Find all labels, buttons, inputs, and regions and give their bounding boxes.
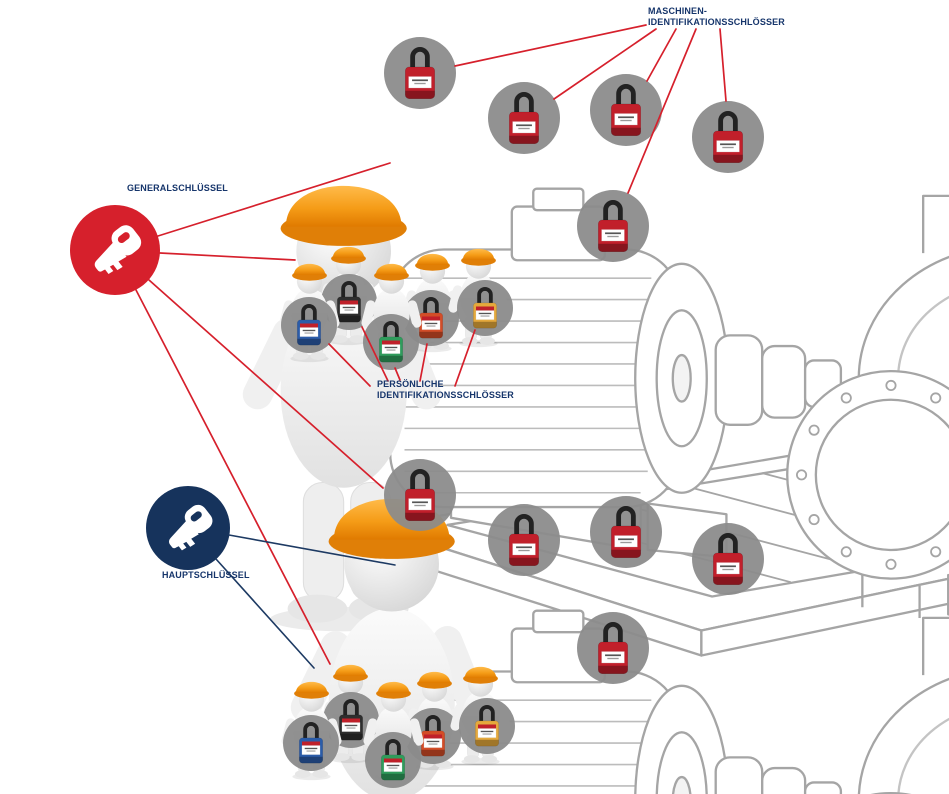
line-machinelabel-to-lock-1 [454,24,647,67]
line-machinelabel-to-lock-5 [719,28,727,102]
label-general-key-text: GENERALSCHLÜSSEL [127,183,228,193]
label-main-key-text: HAUPTSCHLÜSSEL [162,570,250,580]
machine-lock [384,459,456,531]
machine-locks [384,37,764,684]
personal-lock-green [363,314,419,370]
worker-group [279,246,513,370]
label-general-key: GENERALSCHLÜSSEL [127,183,228,194]
line-personallabel-to-lock-blue [328,343,371,387]
line-machinelabel-to-lock-3 [646,28,677,82]
machine-lock [577,190,649,262]
line-generalkey-to-top-machine [157,162,391,237]
line-personallabel-to-lock-green [394,367,401,381]
line-generalkey-to-bottom-machine [148,279,384,489]
personal-lock-green [365,732,421,788]
personal-lock-blue [283,715,339,771]
line-personallabel-to-lock-black [361,326,389,382]
label-machine-locks-line1: MASCHINEN- [648,6,707,16]
personal-lock-amber [457,280,513,336]
label-personal-identification-locks: PERSÖNLICHE IDENTIFIKATIONSSCHLÖSSER [377,379,514,401]
personal-lock-amber [459,698,515,754]
line-machinelabel-to-lock-2 [553,28,657,100]
machine-lock [384,37,456,109]
label-main-key: HAUPTSCHLÜSSEL [162,570,250,581]
machine-lock [488,504,560,576]
machine-lock [692,101,764,173]
machine-lock [590,74,662,146]
line-personallabel-to-lock-amber [454,329,476,387]
line-mainkey-to-bottom-group [215,558,315,669]
general-key-badge [70,205,160,295]
line-mainkey-to-bottom-machine [228,534,396,566]
machine-lock [692,523,764,595]
line-generalkey-to-top-group [159,252,296,261]
personal-lock-blue [281,297,337,353]
label-personal-locks-line2: IDENTIFIKATIONSSCHLÖSSER [377,389,514,400]
line-personallabel-to-lock-red [419,343,428,382]
machine-lock [577,612,649,684]
main-key-badge [146,486,230,570]
line-machinelabel-to-lock-4 [627,28,697,194]
label-machine-identification-locks: MASCHINEN- IDENTIFIKATIONSSCHLÖSSER [648,6,785,28]
worker-group [281,664,515,788]
worker-groups [279,246,515,788]
machine-lock [590,496,662,568]
machine-lock [488,82,560,154]
line-generalkey-to-bottom-group [135,289,331,665]
label-machine-locks-line2: IDENTIFIKATIONSSCHLÖSSER [648,16,785,27]
machine-top [376,153,949,656]
label-personal-locks-line1: PERSÖNLICHE [377,379,444,389]
connector-lines [135,24,727,669]
